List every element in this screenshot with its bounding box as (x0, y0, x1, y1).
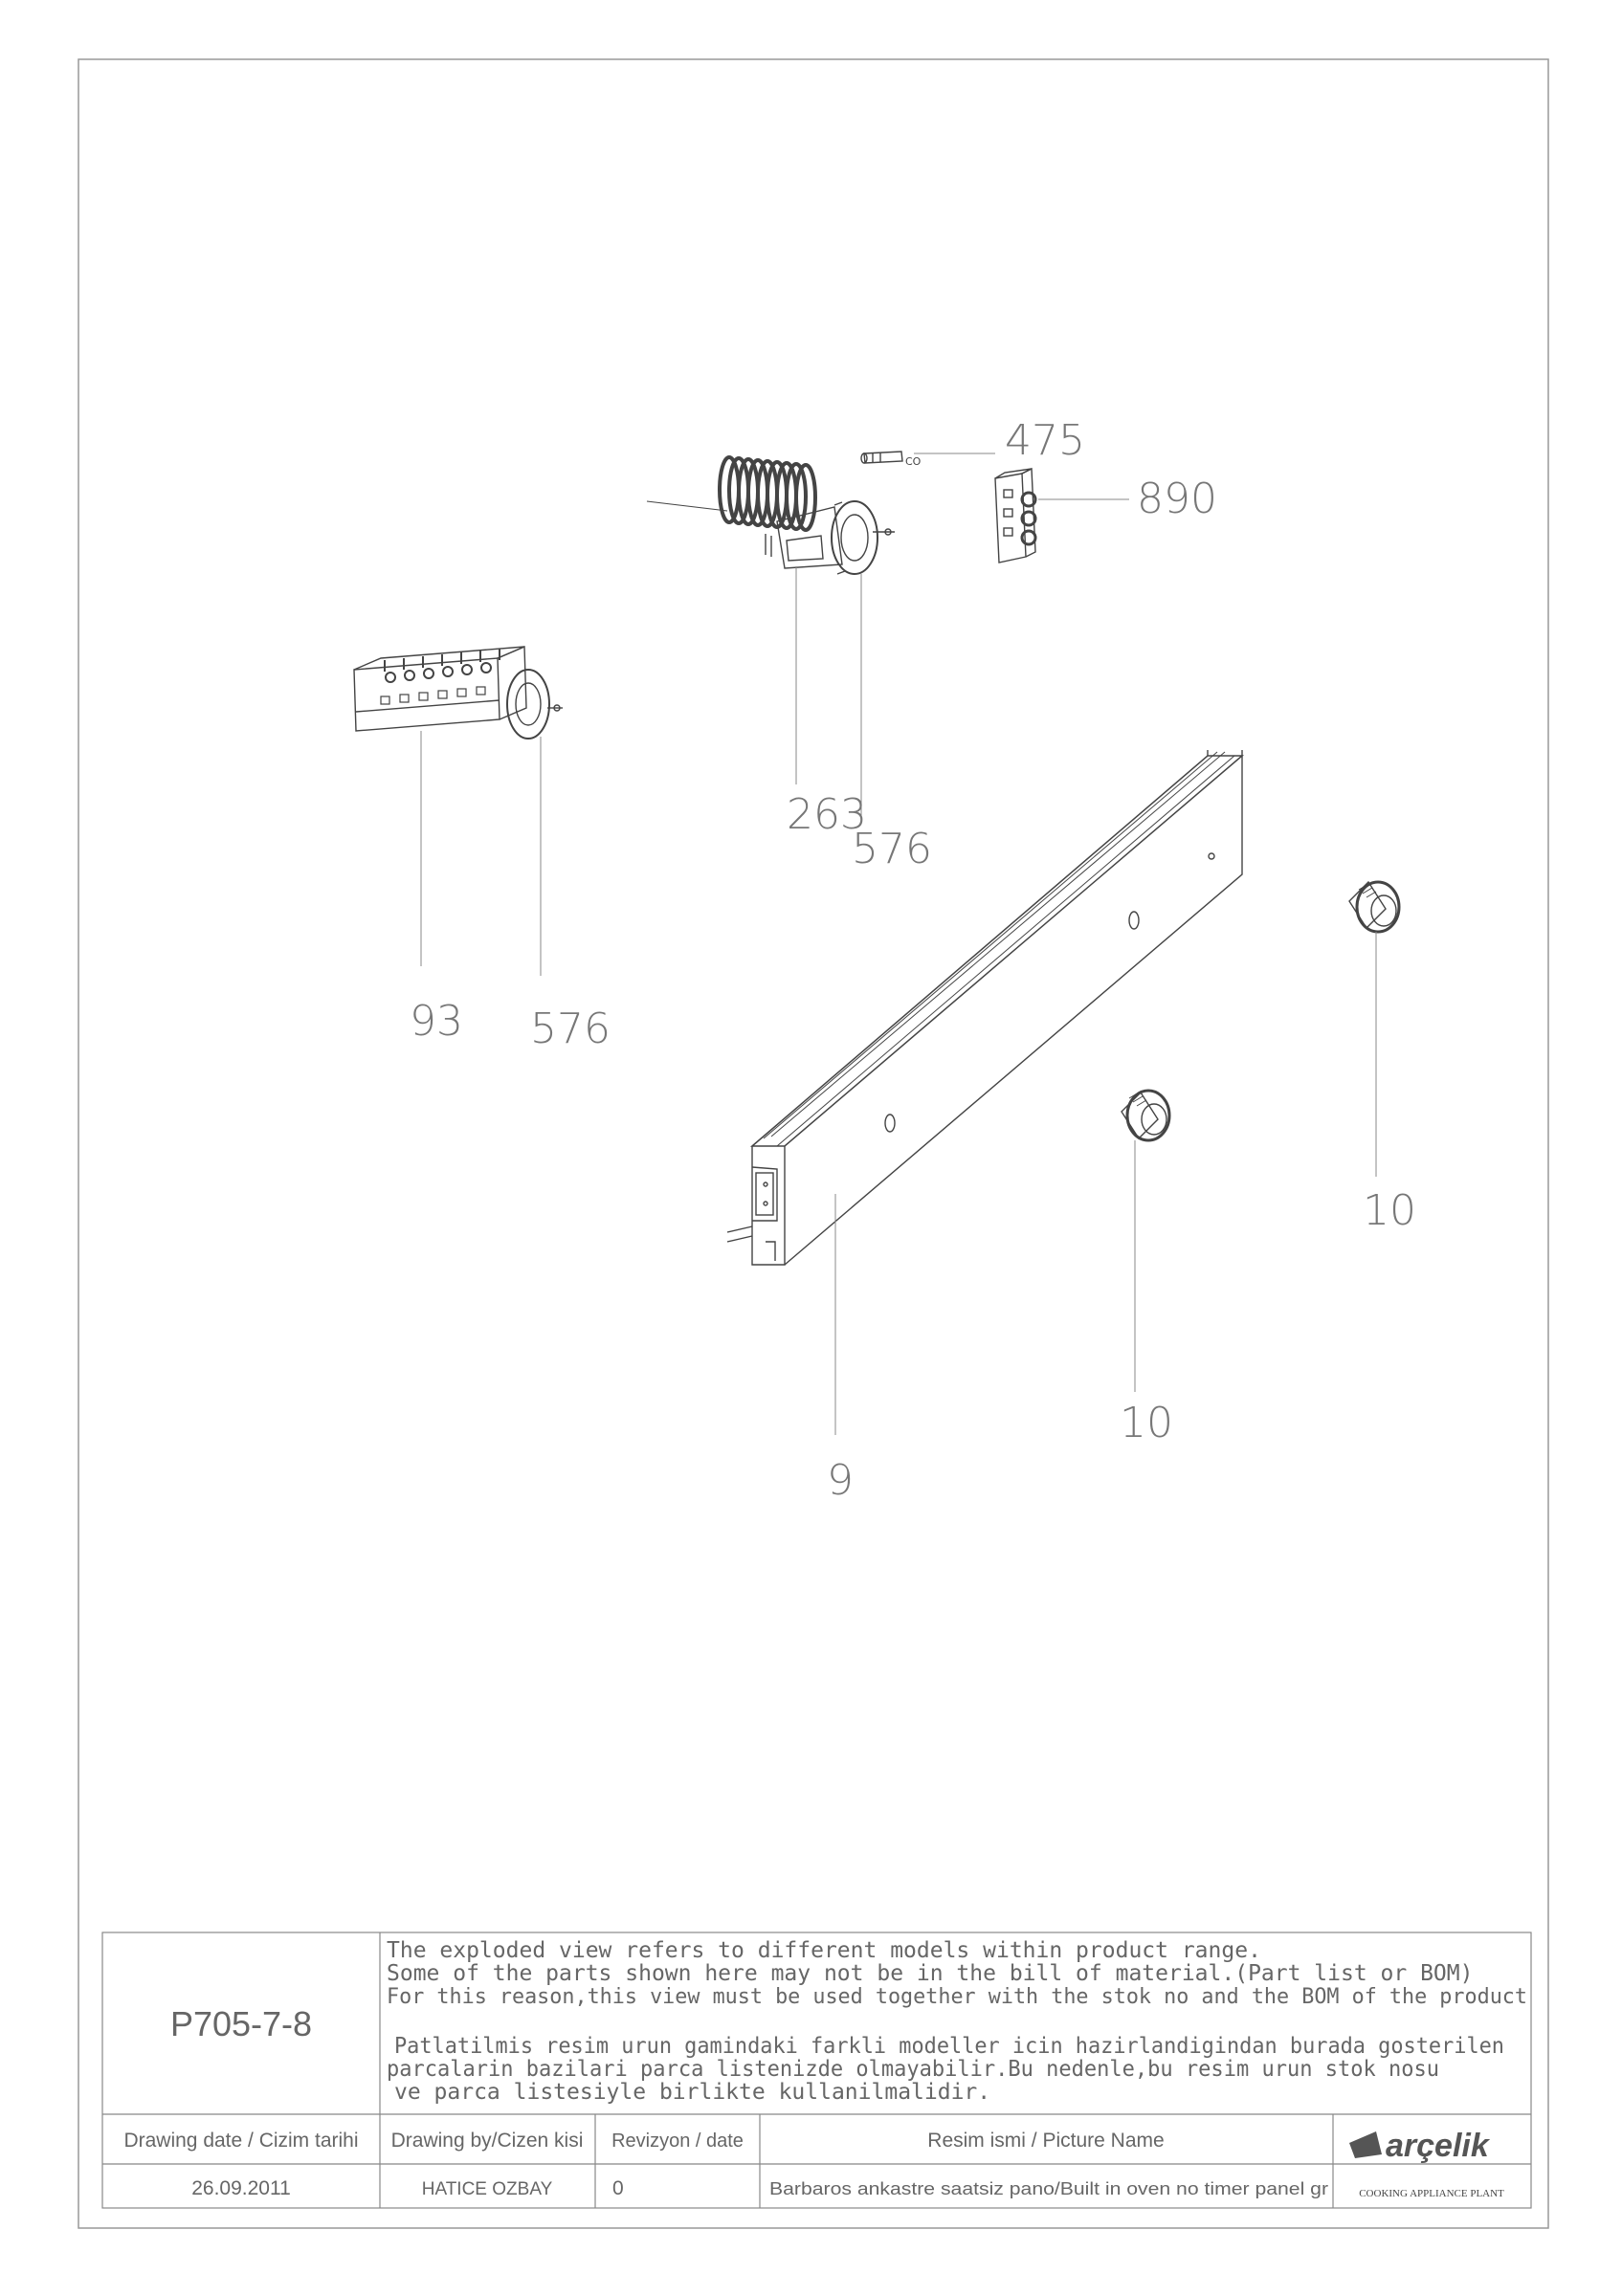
part-93-selector-switch (353, 645, 527, 732)
value-drawing-by: HATICE OZBAY (422, 2179, 553, 2199)
header-drawing-date: Drawing date / Cizim tarihi (123, 2130, 358, 2152)
value-picture-name: Barbaros ankastre saatsiz pano/Built in … (769, 2179, 1328, 2198)
callout-263: 263 (787, 790, 867, 839)
note-tr-line-1: Patlatilmis resim urun gamindaki farkli … (394, 2034, 1504, 2059)
part-9-control-panel (726, 750, 1245, 1266)
part-576-bracket-upper (831, 500, 895, 575)
callout-10-right: 10 (1363, 1186, 1416, 1235)
part-475-pin: CO (860, 451, 922, 468)
header-picture-name: Resim ismi / Picture Name (927, 2130, 1164, 2152)
note-tr-line-2: parcalarin bazilari parca listenizde olm… (387, 2057, 1439, 2082)
callout-93: 93 (410, 997, 463, 1046)
header-revision: Revizyon / date (611, 2130, 744, 2152)
arcelik-logo: arçelik COOKING APPLIANCE PLANT (1349, 2128, 1504, 2199)
drawing-number: P705-7-8 (170, 2004, 312, 2043)
sheet-border (78, 58, 1549, 2229)
value-revision: 0 (612, 2177, 624, 2199)
arcelik-logo-mark-icon (1349, 2131, 1382, 2158)
value-drawing-date: 26.09.2011 (191, 2177, 291, 2199)
note-tr-line-3: ve parca listesiyle birlikte kullanilmal… (394, 2080, 990, 2105)
note-en-line-1: The exploded view refers to different mo… (387, 1938, 1261, 1963)
part-576-bracket-lower (506, 669, 563, 740)
title-block: P705-7-8 The exploded view refers to dif… (101, 1932, 1532, 2209)
exploded-drawing: CO (353, 451, 1401, 1266)
header-drawing-by: Drawing by/Cizen kisi (391, 2130, 584, 2152)
note-en-line-3: For this reason,this view must be used t… (387, 1985, 1527, 2009)
callout-576-upper: 576 (852, 825, 932, 873)
callout-576-lower: 576 (530, 1004, 611, 1053)
part-10-knob-center (1121, 1089, 1171, 1142)
callout-890: 890 (1137, 475, 1217, 523)
part-263-thermostat (646, 455, 843, 569)
leader-lines (420, 453, 1377, 1435)
part-475-small-mark: CO (905, 455, 922, 468)
part-10-knob-right (1348, 880, 1401, 934)
callout-10-center: 10 (1120, 1399, 1173, 1447)
arcelik-logo-wordmark: arçelik (1386, 2128, 1491, 2164)
callout-475: 475 (1005, 416, 1085, 465)
callout-9: 9 (827, 1456, 854, 1505)
note-en-line-2: Some of the parts shown here may not be … (387, 1961, 1473, 1986)
part-890-connector-block (994, 467, 1037, 563)
arcelik-logo-subtitle: COOKING APPLIANCE PLANT (1359, 2188, 1504, 2199)
